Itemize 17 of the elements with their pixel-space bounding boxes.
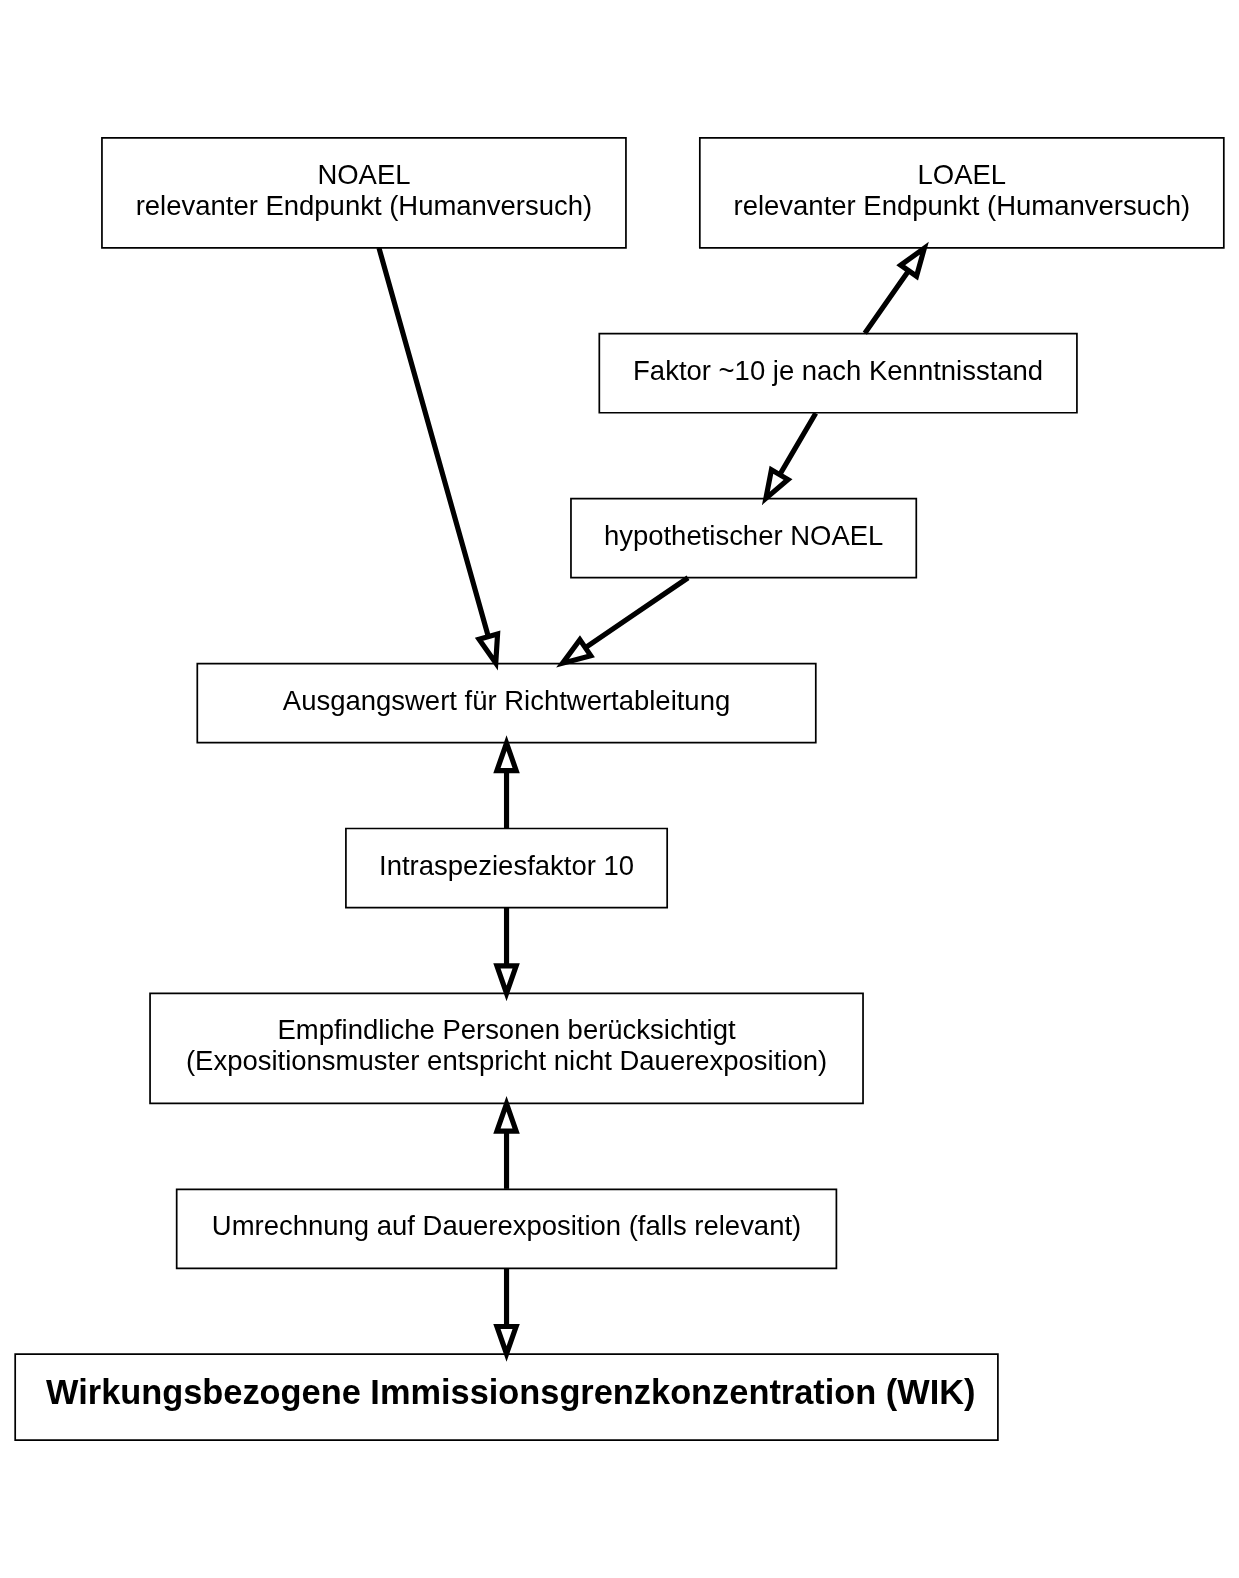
node-box: Empfindliche Personen berücksichtigt (Expositionsmuster entspricht nicht Dauerexposition) <box>149 992 864 1105</box>
arrow <box>493 907 520 1002</box>
node-box: Ausgangswert für Richtwertableitung <box>196 662 817 744</box>
node-box: hypothetischer NOAEL <box>570 497 918 579</box>
arrow <box>493 1268 520 1362</box>
node-box: LOAEL relevanter Endpunkt (Humanversuch) <box>698 137 1225 249</box>
arrow <box>862 241 929 335</box>
arrow <box>761 411 818 506</box>
node-box: Intraspeziesfaktor 10 <box>345 827 669 909</box>
node-box: Umrechnung auf Dauerexposition (falls relevant) <box>175 1188 838 1270</box>
node-box: Faktor ~10 je nach Kenntnisstand <box>598 332 1078 414</box>
node-box: NOAEL relevanter Endpunkt (Humanversuch) <box>101 137 627 249</box>
arrow <box>493 735 520 829</box>
arrow <box>556 575 690 668</box>
arrow <box>376 247 501 671</box>
arrow <box>493 1095 520 1189</box>
node-box: Wirkungsbezogene Immissionsgrenzkonzentration (WIK) <box>14 1353 999 1441</box>
